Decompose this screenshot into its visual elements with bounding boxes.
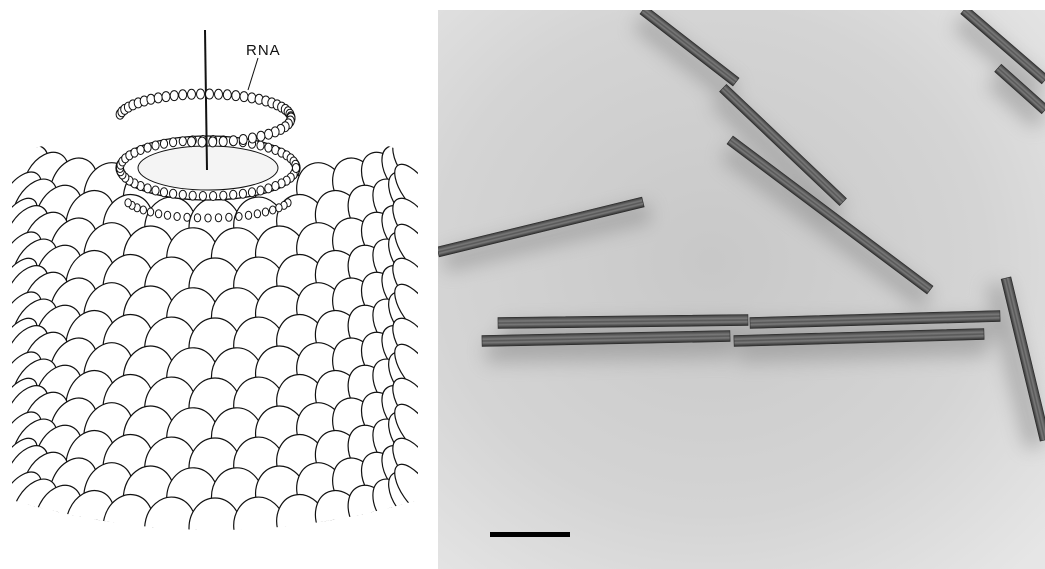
rna-bead — [179, 90, 187, 100]
rna-bead — [229, 136, 237, 146]
rna-bead — [137, 146, 144, 155]
rna-bead — [160, 139, 167, 148]
rna-bead — [215, 89, 223, 99]
scale-bar — [490, 532, 570, 537]
rna-bead — [248, 93, 256, 103]
rna-label-leader — [248, 58, 258, 90]
rna-bead — [154, 93, 162, 103]
rna-bead — [232, 91, 240, 101]
rna-bead — [215, 214, 221, 222]
rna-bead — [276, 204, 282, 212]
rna-bead — [220, 191, 227, 200]
rna-bead — [179, 190, 186, 199]
top-opening — [116, 136, 300, 200]
rna-bead — [155, 210, 161, 218]
rna-bead — [240, 92, 248, 102]
rna-bead — [219, 137, 227, 147]
rna-bead — [270, 206, 276, 214]
rna-bead — [198, 137, 206, 147]
rna-bead — [144, 143, 151, 152]
rna-bead — [199, 192, 206, 201]
rna-bead — [147, 208, 153, 216]
rna-bead — [140, 206, 146, 214]
rna-bead — [248, 188, 255, 197]
rna-bead — [209, 137, 217, 147]
rna-bead — [265, 184, 272, 193]
rna-bead — [170, 138, 177, 147]
rna-bead — [197, 89, 205, 99]
rna-bead — [239, 189, 246, 198]
electron-micrograph — [438, 10, 1045, 569]
rna-bead — [179, 137, 186, 146]
rna-bead — [170, 91, 178, 101]
rna-bead — [184, 213, 190, 221]
rna-bead — [245, 211, 251, 219]
rna-bead — [144, 184, 151, 193]
rna-bead — [188, 137, 196, 147]
rna-bead — [162, 92, 170, 102]
rna-bead — [188, 89, 196, 99]
rna-bead — [257, 186, 264, 195]
rna-bead — [205, 214, 211, 222]
rna-bead — [226, 213, 232, 221]
rna-bead — [170, 189, 177, 198]
rna-bead — [265, 143, 272, 152]
rna-bead — [257, 141, 264, 150]
rna-bead — [210, 192, 217, 201]
rna-bead — [239, 135, 247, 145]
rna-bead — [174, 213, 180, 221]
rna-bead — [236, 213, 242, 221]
rna-bead — [262, 208, 268, 216]
rna-bead — [160, 188, 167, 197]
micrograph-background — [438, 10, 1045, 569]
rna-bead — [194, 214, 200, 222]
rna-bead — [125, 199, 131, 207]
rna-bead — [265, 129, 273, 139]
virus-helix-diagram: RNA — [0, 0, 430, 569]
rna-bead — [230, 190, 237, 199]
rna-bead — [254, 210, 260, 218]
rna-bead — [292, 164, 299, 173]
rna-bead — [206, 89, 214, 99]
rna-bead — [152, 141, 159, 150]
rna-bead — [223, 90, 231, 100]
rna-bead — [248, 133, 256, 143]
rna-bead — [272, 182, 279, 191]
rna-bead — [164, 211, 170, 219]
rna-bead — [189, 191, 196, 200]
rna-bead — [257, 131, 265, 141]
rna-label: RNA — [246, 42, 281, 59]
rna-bead — [147, 94, 155, 104]
rna-bead — [152, 186, 159, 195]
